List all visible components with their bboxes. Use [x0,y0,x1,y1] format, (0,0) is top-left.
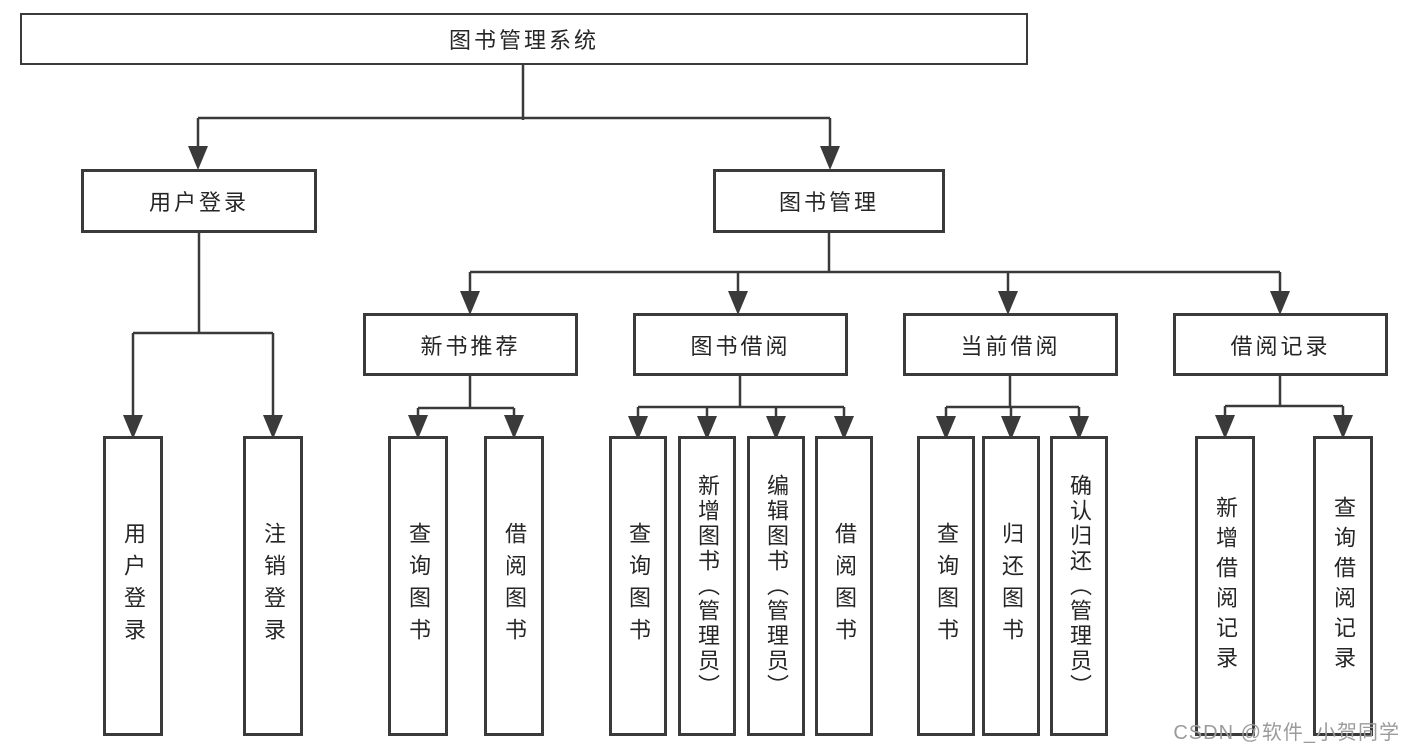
leaf-label: 查询图书 [934,522,959,650]
arrowheads [123,146,1353,440]
node-label: 用户登录 [148,190,249,215]
csdn-watermark: CSDN @软件_小贺同学 [1173,722,1400,744]
leaf-query-books-borrowing: 查询图书 [609,436,667,736]
leaf-label: 查询借阅记录 [1331,496,1356,676]
node-label: 图书管理 [778,190,879,215]
leaf-label: 查询图书 [626,522,651,650]
leaf-label: 编辑图书（管理员） [764,473,789,699]
leaf-label: 新增图书（管理员） [695,473,720,699]
leaf-query-borrow-record: 查询借阅记录 [1313,436,1373,736]
leaf-logout: 注销登录 [243,436,303,736]
leaf-borrow-books-recommend: 借阅图书 [484,436,544,736]
node-label: 借阅记录 [1230,333,1331,359]
leaf-label: 确认归还（管理员） [1067,473,1092,699]
leaf-label: 用户登录 [121,522,146,650]
leaf-query-books-current: 查询图书 [917,436,975,736]
leaf-label: 借阅图书 [502,522,527,650]
leaf-return-books: 归还图书 [982,436,1040,736]
node-user-login: 用户登录 [81,169,317,233]
leaf-add-borrow-record: 新增借阅记录 [1195,436,1255,736]
node-label: 图书管理系统 [448,28,599,53]
leaf-label: 归还图书 [999,522,1024,650]
leaf-user-login: 用户登录 [103,436,163,736]
connector-path [131,64,1345,418]
leaf-label: 查询图书 [406,522,431,650]
leaf-query-books-recommend: 查询图书 [388,436,448,736]
leaf-label: 新增借阅记录 [1213,496,1238,676]
leaf-label: 借阅图书 [832,522,857,650]
leaf-edit-books-admin: 编辑图书（管理员） [747,436,805,736]
leaf-label: 注销登录 [261,522,286,650]
leaf-confirm-return-admin: 确认归还（管理员） [1050,436,1108,736]
node-label: 新书推荐 [420,333,521,359]
leaf-add-books-admin: 新增图书（管理员） [678,436,736,736]
node-label: 当前借阅 [960,333,1061,359]
node-borrowing-records: 借阅记录 [1173,313,1388,376]
node-new-book-recommendation: 新书推荐 [363,313,578,376]
node-current-borrowing: 当前借阅 [903,313,1118,376]
node-book-borrowing: 图书借阅 [633,313,848,376]
node-label: 图书借阅 [690,333,791,359]
node-book-management: 图书管理 [713,169,945,233]
node-library-management-system: 图书管理系统 [20,13,1028,65]
leaf-borrow-books-borrowing: 借阅图书 [815,436,873,736]
